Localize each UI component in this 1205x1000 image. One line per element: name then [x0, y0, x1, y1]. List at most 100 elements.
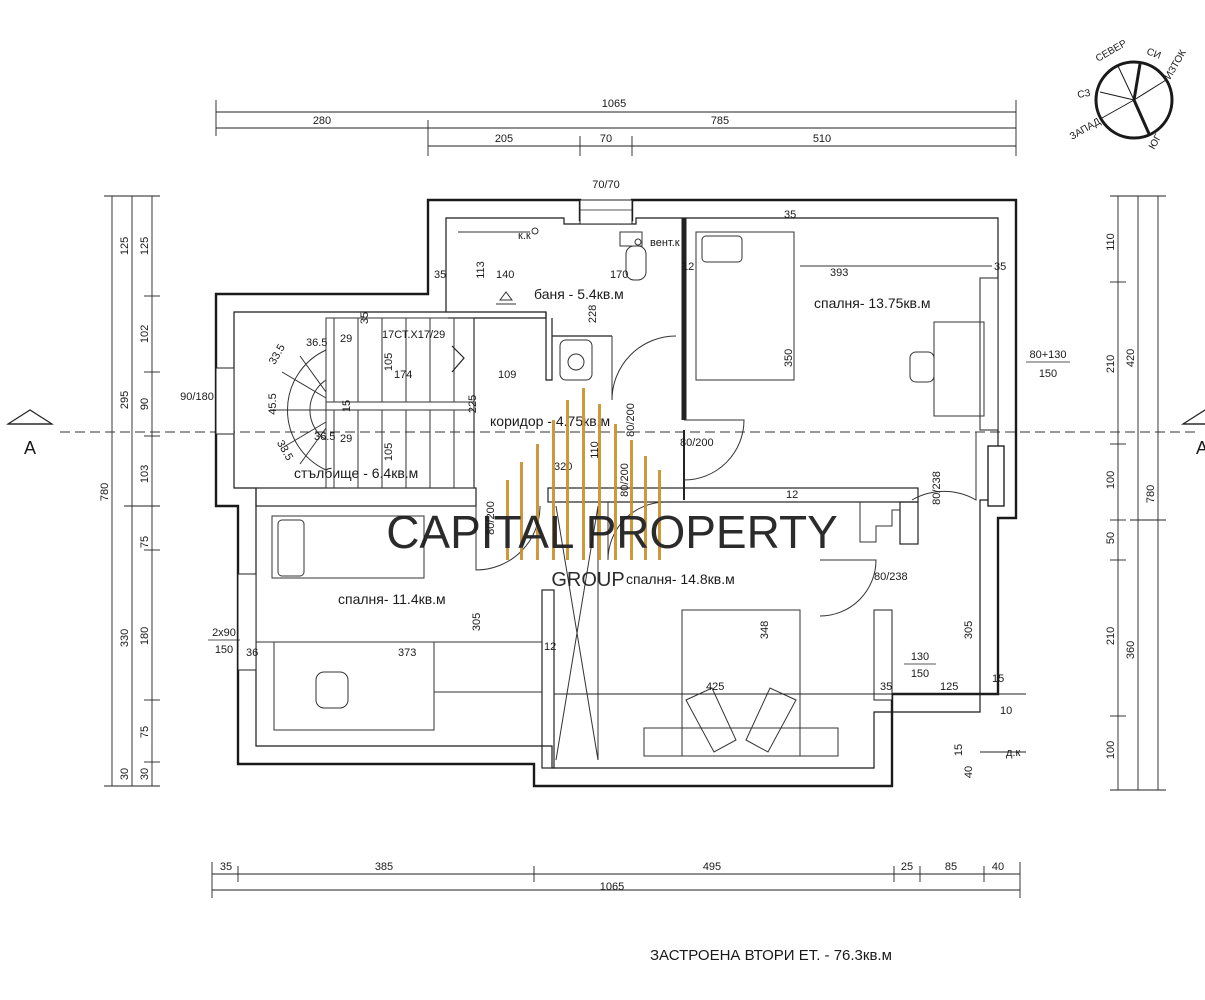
- dim-left-75b: 75: [139, 726, 151, 738]
- top-dimension-chain: 1065 280 785 205 70 510 70/70: [215, 98, 1017, 191]
- watermark-bar: [614, 424, 617, 560]
- dim-left-30a: 30: [119, 768, 131, 780]
- dim-left-180: 180: [139, 627, 151, 645]
- watermark-bar: [658, 470, 661, 560]
- door-bedroom2: 80/200: [485, 501, 497, 535]
- dim-bottom-total: 1065: [600, 881, 624, 893]
- dim-right-100b: 100: [1105, 741, 1117, 759]
- compass-nw: СЗ: [1077, 88, 1092, 101]
- dim-right-100a: 100: [1105, 471, 1117, 489]
- dim-425: 425: [706, 681, 724, 693]
- watermark-bar: [520, 462, 523, 560]
- dim-left-125a: 125: [119, 237, 131, 255]
- dim-35c: 35: [994, 261, 1006, 273]
- dim-bottom-b: 385: [375, 861, 393, 873]
- watermark-bar: [598, 404, 601, 560]
- dim-35-stair: 35: [359, 312, 371, 324]
- dim-40: 40: [963, 766, 975, 778]
- dim-right-50: 50: [1105, 532, 1117, 544]
- dim-12c: 12: [544, 641, 556, 653]
- dim-top-left: 280: [313, 115, 331, 127]
- dim-125: 125: [940, 681, 958, 693]
- room-bath: баня - 5.4кв.м: [534, 286, 624, 302]
- bottom-dimension-chain: 35 385 495 25 85 40 1065: [211, 861, 1021, 898]
- door-bedroom1-a: 80/200: [680, 437, 714, 449]
- dim-140: 140: [496, 269, 514, 281]
- room-bedroom-3: спалня- 14.8кв.м: [626, 571, 735, 587]
- dim-36: 36: [246, 647, 258, 659]
- dim-left-295: 295: [119, 391, 131, 409]
- watermark-bar: [552, 420, 555, 560]
- dim-305a: 305: [471, 613, 483, 631]
- watermark-bar: [644, 456, 647, 560]
- left-dimension-chain: 780 295 330 125 125 102 90 103 75 180 75…: [99, 195, 160, 787]
- dim-373: 373: [398, 647, 416, 659]
- dim-left-103: 103: [139, 465, 151, 483]
- watermark-bar: [630, 440, 633, 560]
- dim-15: 15: [341, 400, 353, 412]
- floor-area-title: ЗАСТРОЕНА ВТОРИ ЕТ. - 76.3кв.м: [650, 947, 892, 964]
- room-corridor: коридор - 4.75кв.м: [490, 413, 610, 429]
- watermark: CAPITAL PROPERTY GROUP: [386, 388, 838, 591]
- dim-105a: 105: [383, 353, 395, 371]
- compass-east: ИЗТОК: [1163, 48, 1189, 82]
- dim-right-420: 420: [1125, 349, 1137, 367]
- dim-left-30b: 30: [139, 768, 151, 780]
- interior-dimensions: к.к вент.к 140 113 170 228 12 35 35 35 3…: [246, 209, 1020, 778]
- dim-45-5: 45.5: [267, 393, 279, 414]
- dim-12b: 12: [786, 489, 798, 501]
- room-labels: баня - 5.4кв.м спалня- 13.75кв.м коридор…: [294, 286, 931, 607]
- kk-label: к.к: [518, 230, 531, 242]
- window-left-bottom-den: 150: [215, 644, 233, 656]
- compass-ne: СИ: [1145, 46, 1162, 61]
- dim-right-210b: 210: [1105, 627, 1117, 645]
- dim-left-total: 780: [99, 483, 111, 501]
- dim-105b: 105: [383, 443, 395, 461]
- vent-label: вент.к: [650, 237, 680, 249]
- watermark-bar: [582, 388, 585, 560]
- dim-right-210a: 210: [1105, 355, 1117, 373]
- dim-35a: 35: [434, 269, 446, 281]
- compass-rose: СЕВЕР СИ ИЗТОК СЗ ЗАПАД ЮГ: [1068, 38, 1189, 152]
- dim-33-5a: 33.5: [267, 342, 288, 367]
- dim-top-total: 1065: [602, 98, 626, 110]
- dim-348: 348: [759, 621, 771, 639]
- section-label-left: A: [24, 438, 36, 458]
- window-left-top: 90/180: [180, 391, 214, 403]
- dim-right-360: 360: [1125, 641, 1137, 659]
- dim-305b: 305: [963, 621, 975, 639]
- window-top-label: 70/70: [592, 179, 620, 191]
- room-bedroom-1: спалня- 13.75кв.м: [814, 295, 931, 311]
- dim-bottom-d: 25: [901, 861, 913, 873]
- section-line: A A: [5, 409, 1205, 458]
- watermark-bar: [506, 480, 509, 560]
- dim-350: 350: [783, 349, 795, 367]
- dim-113: 113: [475, 261, 487, 279]
- dim-12a: 12: [682, 261, 694, 273]
- dim-36-5a: 36.5: [306, 337, 327, 349]
- dim-225: 225: [467, 395, 479, 413]
- door-bedroom3: 80/200: [619, 463, 631, 497]
- dim-top-right: 785: [711, 115, 729, 127]
- dim-29b: 29: [340, 433, 352, 445]
- window-right-bottom-num: 130: [911, 651, 929, 663]
- compass-west: ЗАПАД: [1068, 116, 1103, 142]
- dim-bottom-e: 85: [945, 861, 957, 873]
- dim-bottom-f: 40: [992, 861, 1004, 873]
- dim-15c: 15: [953, 744, 965, 756]
- watermark-title: CAPITAL PROPERTY: [386, 506, 838, 558]
- stair-spec: 17СТ.Х17/29: [382, 329, 445, 341]
- dim-35-bed3: 35: [880, 681, 892, 693]
- dim-109: 109: [498, 369, 516, 381]
- dim-right-total: 780: [1145, 485, 1157, 503]
- dim-left-75a: 75: [139, 536, 151, 548]
- dim-top-seg-a: 205: [495, 133, 513, 145]
- window-labels: 90/180 2x90 150 80+130 150 130 150: [180, 349, 1070, 680]
- dim-left-102: 102: [139, 325, 151, 343]
- compass-north: СЕВЕР: [1094, 38, 1129, 65]
- room-bedroom-2: спалня- 11.4кв.м: [338, 591, 446, 607]
- dim-right-110: 110: [1105, 233, 1117, 251]
- door-bedroom3-b: 80/238: [874, 571, 908, 583]
- dim-top-seg-c: 510: [813, 133, 831, 145]
